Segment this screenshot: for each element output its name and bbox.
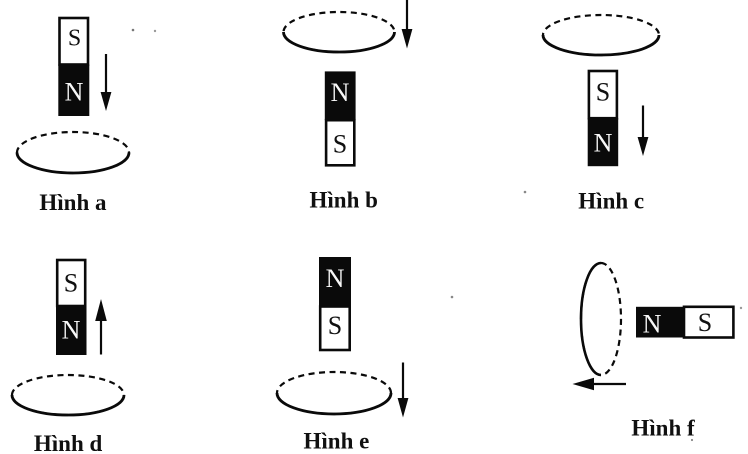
svg-text:S: S [64,269,78,298]
svg-text:S: S [596,78,610,107]
svg-text:N: N [326,264,345,293]
svg-text:S: S [698,308,712,337]
svg-text:S: S [328,311,342,340]
svg-text:N: N [65,78,84,107]
svg-text:N: N [643,310,662,339]
svg-text:Hình d: Hình d [34,431,103,454]
svg-text:Hình b: Hình b [310,187,378,212]
svg-text:Hình f: Hình f [631,415,695,440]
svg-text:N: N [331,78,350,107]
svg-text:N: N [62,316,81,345]
svg-text:Hình e: Hình e [304,429,370,454]
svg-text:N: N [594,129,613,158]
svg-text:Hình c: Hình c [578,189,644,214]
svg-text:S: S [68,26,81,52]
svg-text:Hình a: Hình a [39,190,107,215]
svg-text:S: S [333,130,347,159]
